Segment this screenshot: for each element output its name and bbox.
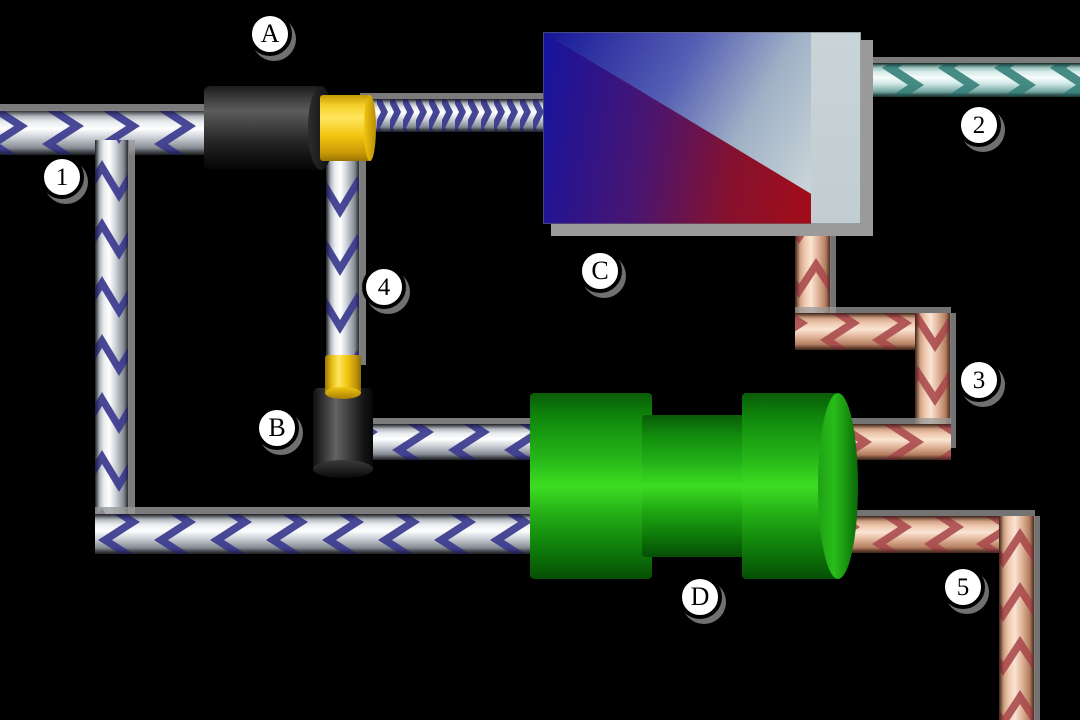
pipe-4-vertical — [326, 150, 366, 365]
box-c-face — [543, 32, 861, 224]
coupler-b-rim — [325, 387, 361, 399]
callout-4[interactable]: 4 — [362, 265, 406, 309]
cylinder-d-left-flange — [530, 393, 652, 579]
black-cylinder-a[interactable] — [204, 86, 334, 170]
callout-a[interactable]: A — [248, 12, 292, 56]
cylinder-d-end-cap — [818, 393, 858, 579]
pipe-b-to-d — [368, 418, 558, 460]
pipe-5-copper-discharge — [845, 510, 1040, 720]
coupler-a-rim — [364, 95, 376, 161]
pipe-a-to-c — [360, 93, 575, 132]
black-cylinder-b[interactable] — [313, 388, 373, 478]
callout-1[interactable]: 1 — [40, 155, 84, 199]
cylinder-b-body — [313, 388, 373, 473]
pipe-3-copper — [795, 226, 956, 460]
callout-3[interactable]: 3 — [957, 358, 1001, 402]
callout-d[interactable]: D — [678, 575, 722, 619]
green-cylinder-d[interactable] — [530, 393, 858, 579]
callout-2[interactable]: 2 — [957, 103, 1001, 147]
coupler-a-body — [320, 95, 372, 161]
yellow-coupler-b[interactable] — [325, 355, 361, 399]
callout-5[interactable]: 5 — [941, 565, 985, 609]
cylinder-b-end-cap — [313, 460, 373, 478]
pipe-1-inlet-horizontal — [0, 104, 212, 155]
yellow-coupler-a[interactable] — [320, 95, 376, 161]
gradient-box-c[interactable] — [543, 32, 873, 236]
pipe-1-vertical — [95, 140, 135, 530]
callout-c[interactable]: C — [578, 249, 622, 293]
cylinder-a-body — [204, 86, 322, 170]
pipe-2-teal-outlet — [858, 57, 1080, 97]
callout-b[interactable]: B — [255, 406, 299, 450]
pipe-1-bottom-horizontal — [95, 507, 555, 554]
